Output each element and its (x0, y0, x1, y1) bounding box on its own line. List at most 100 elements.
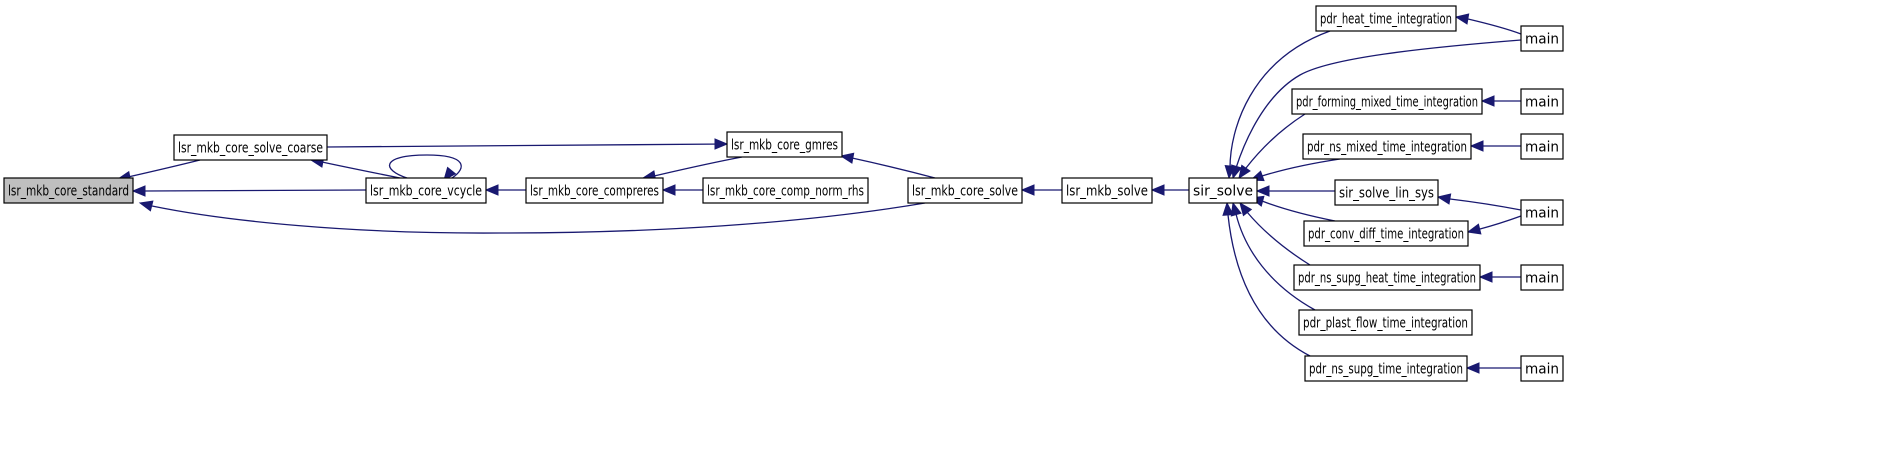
edge-core_solve-to-standard (138, 200, 926, 234)
node-label: main (1525, 206, 1559, 222)
node-main6[interactable]: main (1520, 355, 1564, 382)
edge-main1-to-sir_solve (1231, 39, 1522, 180)
node-label: sir_solve_lin_sys (1339, 186, 1434, 202)
edge-ns_mixed-to-sir_solve (1249, 158, 1341, 182)
edge-main5-to-supg_heat (1478, 271, 1521, 283)
edge-arrowhead (1480, 95, 1495, 107)
nodes-layer: lsr_mkb_core_standard lsr_mkb_core_solve_… (3, 5, 1564, 382)
edge-line (1227, 214, 1311, 357)
node-label: pdr_heat_time_integration (1320, 12, 1452, 28)
node-box (1520, 88, 1564, 115)
node-ns-mixed[interactable]: pdr_ns_mixed_time_integration (1302, 133, 1472, 160)
edge-arrowhead (1238, 164, 1251, 180)
node-label: lsr_mkb_core_gmres (731, 138, 838, 154)
node-box (1315, 5, 1457, 32)
edge-line (144, 189, 367, 192)
node-label: pdr_forming_mixed_time_integration (1296, 95, 1478, 111)
node-compreres[interactable]: lsr_mkb_core_compreres (525, 177, 664, 204)
node-main2[interactable]: main (1520, 88, 1564, 115)
edge-conv_diff-to-sir_solve (1249, 195, 1336, 222)
edge-line (1235, 213, 1316, 311)
node-box (1304, 355, 1468, 382)
node-supg[interactable]: pdr_ns_supg_time_integration (1304, 355, 1468, 382)
edge-line (1467, 18, 1522, 35)
edge-arrowhead (484, 184, 499, 196)
node-main3[interactable]: main (1520, 133, 1564, 160)
node-main4[interactable]: main (1520, 199, 1564, 226)
node-gmres[interactable]: lsr_mkb_core_gmres (726, 131, 843, 158)
node-label: pdr_ns_supg_heat_time_integration (1298, 271, 1476, 287)
node-box (1298, 309, 1473, 336)
node-mkb-solve[interactable]: lsr_mkb_solve (1061, 177, 1153, 204)
edge-main2-to-forming (1480, 95, 1521, 107)
node-box (1061, 177, 1153, 204)
edge-comp_norm_rhs-to-compreres (661, 184, 703, 196)
edge-vcycle-to-standard (131, 185, 367, 197)
node-standard[interactable]: lsr_mkb_core_standard (3, 177, 134, 204)
node-label: pdr_ns_supg_time_integration (1309, 362, 1463, 378)
edge-arrowhead (138, 200, 154, 212)
node-label: lsr_mkb_core_vcycle (370, 184, 482, 200)
edge-main4-to-lin_sys (1436, 193, 1522, 211)
node-label: lsr_mkb_core_solve (912, 184, 1018, 200)
node-box (1520, 25, 1564, 52)
node-box (702, 177, 869, 204)
edge-arrowhead (1478, 271, 1493, 283)
node-label: lsr_mkb_core_compreres (530, 184, 659, 200)
node-box (907, 177, 1023, 204)
node-label: main (1525, 271, 1559, 287)
edge-line (1261, 200, 1336, 222)
node-box (1293, 264, 1481, 291)
node-solve-coarse[interactable]: lsr_mkb_core_solve_coarse (173, 134, 328, 161)
node-core-solve[interactable]: lsr_mkb_core_solve (907, 177, 1023, 204)
edge-line (326, 143, 728, 148)
edge-arrowhead (1231, 164, 1243, 180)
edge-arrowhead (443, 166, 457, 182)
edge-line (151, 202, 926, 234)
node-main1[interactable]: main (1520, 25, 1564, 52)
node-conv-diff[interactable]: pdr_conv_diff_time_integration (1303, 220, 1469, 247)
edge-arrowhead (1255, 185, 1270, 197)
node-lin-sys[interactable]: sir_solve_lin_sys (1334, 179, 1439, 206)
node-sir-solve[interactable]: sir_solve (1188, 177, 1258, 204)
node-box (365, 177, 487, 204)
edge-lin_sys-to-sir_solve (1255, 185, 1335, 197)
edge-arrowhead (1465, 362, 1480, 374)
edge-vcycle-to-vcycle (389, 154, 462, 182)
node-box (1520, 133, 1564, 160)
node-plast[interactable]: pdr_plast_flow_time_integration (1298, 309, 1473, 336)
node-label: pdr_ns_mixed_time_integration (1307, 140, 1467, 156)
edge-main1-to-heat (1454, 13, 1522, 35)
node-comp-norm-rhs[interactable]: lsr_mkb_core_comp_norm_rhs (702, 177, 869, 204)
node-label: lsr_mkb_solve (1066, 184, 1148, 200)
edge-supg_heat-to-sir_solve (1239, 201, 1311, 266)
edge-compreres-to-vcycle (484, 184, 526, 196)
node-box (1334, 179, 1439, 206)
edge-forming-to-sir_solve (1238, 113, 1306, 180)
edge-mkb_solve-to-core_solve (1020, 184, 1062, 196)
node-label: lsr_mkb_core_solve_coarse (178, 141, 323, 157)
node-label: main (1525, 32, 1559, 48)
edge-line (1246, 211, 1311, 266)
edge-line (1229, 30, 1331, 169)
edge-arrowhead (1239, 201, 1253, 217)
edge-line (321, 161, 401, 179)
edge-arrowhead (839, 152, 855, 164)
edge-arrowhead (1454, 13, 1470, 25)
node-heat[interactable]: pdr_heat_time_integration (1315, 5, 1457, 32)
edge-arrowhead (1230, 201, 1242, 217)
edge-gmres-to-solve_coarse (326, 138, 729, 150)
node-box (525, 177, 664, 204)
edge-arrowhead (131, 185, 146, 197)
edge-line (1235, 39, 1522, 169)
node-box (1303, 220, 1469, 247)
current-node-box (3, 177, 134, 204)
node-main5[interactable]: main (1520, 264, 1564, 291)
node-forming[interactable]: pdr_forming_mixed_time_integration (1291, 88, 1483, 115)
node-label: lsr_mkb_core_standard (8, 184, 129, 200)
edge-sir_solve-to-mkb_solve (1150, 184, 1189, 196)
node-vcycle[interactable]: lsr_mkb_core_vcycle (365, 177, 487, 204)
node-box (1302, 133, 1472, 160)
node-supg-heat[interactable]: pdr_ns_supg_heat_time_integration (1293, 264, 1481, 291)
